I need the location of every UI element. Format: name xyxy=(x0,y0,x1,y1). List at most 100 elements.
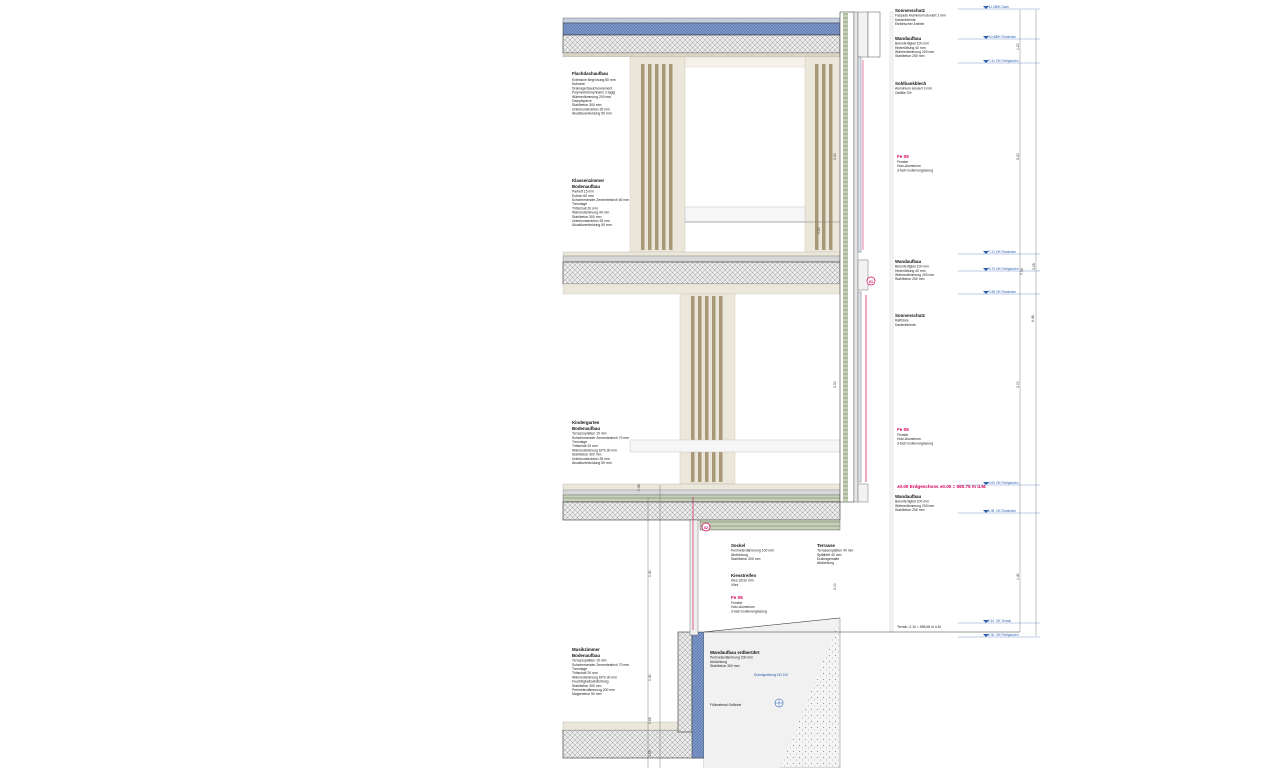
kindergarten-buildup-line: Schwimmender Zementestrich 70 mm xyxy=(572,436,629,440)
facade-note-line: Stahlbeton 250 mm xyxy=(895,277,925,281)
dimension-value: 1.40 xyxy=(1016,573,1020,580)
facade-note-title: Wandaufbau xyxy=(895,259,921,264)
window-line: Holz-Aluminium xyxy=(731,605,755,609)
music-room-buildup-line: Stahlbeton 300 mm xyxy=(572,684,602,688)
level-value: +7.21 xyxy=(987,250,995,254)
level-tag: OK Fertigboden xyxy=(996,633,1019,637)
classroom-buildup-line: Schwimmender Zementestrich 60 mm xyxy=(572,198,629,202)
detail-note-line: Perimeterdämmung 100 mm xyxy=(731,549,774,553)
window-tag: Fe 06 xyxy=(897,427,909,432)
dimension-chain-right xyxy=(647,10,1037,768)
basement-section: 02 xyxy=(562,497,1020,768)
facade-note-line: Stahlbeton 250 mm xyxy=(895,508,925,512)
facade-note-line: Betonfertigteil 100 mm xyxy=(895,265,929,269)
level-marker-icon xyxy=(983,291,989,294)
facade-section: 01 xyxy=(839,11,894,633)
facade-note-line: Fassade Aluminium eloxiert 2 mm xyxy=(895,14,946,18)
detail-note-line: Perimeterdämmung 200 mm xyxy=(710,656,753,660)
kindergarten-buildup-line: Wärmedämmung EPS 30 mm xyxy=(572,448,617,452)
classroom-interior xyxy=(563,56,846,258)
kindergarten-interior xyxy=(629,293,846,485)
music-room-buildup-line: Trennlage xyxy=(572,667,587,671)
detail-note-title: Terrasse xyxy=(817,543,836,548)
level-value: ±0.00 xyxy=(987,481,995,485)
level-tag: OK Fertigboden xyxy=(996,59,1019,63)
level-value: +11.08 xyxy=(987,5,997,9)
level-tag: OK Terrain xyxy=(996,619,1011,623)
facade-note-line: Kastenblende xyxy=(895,18,916,22)
music-room-buildup-subtitle: Bodenaufbau xyxy=(572,653,600,658)
kindergarten-buildup-line: Trittschall 20 mm xyxy=(572,444,598,448)
svg-text:01: 01 xyxy=(869,280,873,284)
detail-note-title: Sockel xyxy=(731,543,745,548)
level-marker-icon xyxy=(983,36,989,39)
level-tag: OK Fertigboden xyxy=(996,481,1019,485)
roof-buildup-line: Stahlbeton 300 mm xyxy=(572,103,602,107)
facade-note-line: Wärmedämmung 200 mm xyxy=(895,273,934,277)
detail-note-title: Wandaufbau erdberührt xyxy=(710,650,760,655)
classroom-buildup-title: Klassenzimmer xyxy=(572,178,605,183)
music-room-buildup-title: Musikzimmer xyxy=(572,647,600,652)
dimension-value: 3.30 xyxy=(833,153,837,160)
kindergarten-buildup-line: Unterkonstruktion 35 mm xyxy=(572,457,610,461)
kindergarten-buildup-line: Trennlage xyxy=(572,440,587,444)
kindergarten-buildup-line: Stahlbeton 300 mm xyxy=(572,453,602,457)
facade-note-line: Elektrischer Antrieb xyxy=(895,22,924,26)
window-line: 3-fach Isolierverglasung xyxy=(731,609,767,613)
level-value: +7.41 xyxy=(987,59,995,63)
detail-note-line: Stahlbeton 300 mm xyxy=(710,664,740,668)
level-value: -0.35 xyxy=(987,509,994,513)
roof-buildup-line: Dampfsperre xyxy=(572,99,592,103)
drain-note: Drainageleitung DN 100 xyxy=(754,673,788,677)
facade-note-line: Stahlbeton 250 mm xyxy=(895,54,925,58)
music-room-buildup-line: Terrazzoplatten 15 mm xyxy=(572,659,607,663)
classroom-buildup-line: Wärmedämmung 40 mm xyxy=(572,211,609,215)
window-line: Holz-Aluminium xyxy=(897,164,921,168)
level-tag: OK Dach xyxy=(996,5,1009,9)
detail-note-line: Abdichtung xyxy=(710,660,727,664)
roof-buildup-line: Polymerbitumenbahn 2-lagig xyxy=(572,91,615,95)
music-room-buildup-line: Schwimmender Zementestrich 70 mm xyxy=(572,663,629,667)
level-value: -2.30 xyxy=(987,633,994,637)
dimension-value: 3.00 xyxy=(833,583,837,590)
acoustic-slats-1 xyxy=(641,64,673,250)
dimension-value: 3.29 xyxy=(1032,263,1036,270)
facade-note-title: Wandaufbau xyxy=(895,36,921,41)
window-line: Fenster xyxy=(731,601,743,605)
classroom-buildup-line: Stahlbeton 300 mm xyxy=(572,215,602,219)
level-value: +3.73 xyxy=(987,267,995,271)
level-marker-icon xyxy=(983,251,989,254)
music-room-buildup-line: Wärmedämmung EPS 30 mm xyxy=(572,675,617,679)
detail-note-line: Stahlbeton 300 mm xyxy=(731,557,761,561)
level-marker-icon xyxy=(983,482,989,485)
floor-slab-upper xyxy=(562,251,841,295)
roof-assembly xyxy=(562,17,841,58)
facade-note-line: Wärmedämmung 200 mm xyxy=(895,50,934,54)
floor-slab-ground xyxy=(562,483,841,531)
dimension-value: 0.65 xyxy=(648,717,652,724)
dimension-value: 3.30 xyxy=(833,381,837,388)
facade-note-line: Hinterlüftung 40 mm xyxy=(895,46,926,50)
dimension-value: 3.00 xyxy=(1016,381,1020,388)
detail-note-line: Kies 16/32 mm xyxy=(731,579,754,583)
classroom-buildup-line: Trennlage xyxy=(572,202,587,206)
classroom-buildup-line: Parkett 15 mm xyxy=(572,190,594,194)
level-value: -2.10 xyxy=(987,619,994,623)
window-line: Holz-Aluminium xyxy=(897,437,921,441)
roof-buildup-line: Substrat xyxy=(572,82,585,86)
level-marker-icon xyxy=(983,510,989,513)
acoustic-slats-2 xyxy=(815,64,833,250)
entrance-level-label: ±0.00 Erdgeschoss ±0.00 = 560.75 m ü.M. xyxy=(897,484,986,489)
dimension-value: 7.34 xyxy=(1020,268,1024,275)
level-marker-icon xyxy=(983,268,989,271)
facade-note-title: Wandaufbau xyxy=(895,494,921,499)
roof-buildup-title: Flachdachaufbau xyxy=(572,71,608,76)
classroom-buildup-line: Trittschall 20 mm xyxy=(572,206,598,210)
detail-note-line: Abdichtung xyxy=(731,553,748,557)
kindergarten-buildup-line: Terrazzoplatten 15 mm xyxy=(572,432,607,436)
detail-note-line: Drainagematte xyxy=(817,557,839,561)
level-marker-icon xyxy=(983,634,989,637)
facade-note-line: Gefälle 3% xyxy=(895,91,912,95)
